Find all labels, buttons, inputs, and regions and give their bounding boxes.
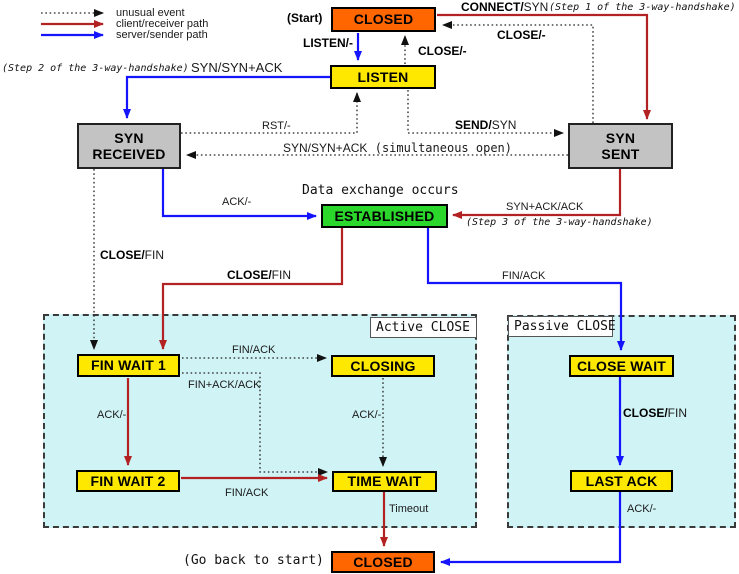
label-ack-finwait: ACK/-	[97, 409, 127, 421]
arrow-synreceived-to-listen-rst	[181, 92, 361, 134]
label-close-fin-dotted-event: CLOSE/	[100, 248, 145, 262]
label-simultaneous-open: SYN/SYN+ACK (simultaneous open)	[283, 141, 512, 155]
state-syn-sent: SYN SENT	[568, 123, 673, 169]
label-connect-syn-action: SYN	[523, 0, 549, 14]
label-simultaneous-open-note: (simultaneous open)	[374, 141, 512, 155]
arrow-established-to-closewait	[426, 228, 625, 351]
state-syn-received-line1: SYN	[114, 129, 144, 146]
state-syn-received-line2: RECEIVED	[92, 146, 166, 162]
label-fin-ack-closing: FIN/ACK	[232, 344, 276, 356]
state-close-wait-label: CLOSE WAIT	[576, 357, 667, 374]
arrow-listen-to-synreceived	[123, 75, 330, 119]
state-closed-bottom-label: CLOSED	[353, 553, 413, 570]
label-ack-closing: ACK/-	[352, 409, 382, 421]
state-closed-bottom: CLOSED	[331, 551, 435, 573]
state-fin-wait-2-label: FIN WAIT 2	[90, 472, 166, 489]
state-fin-wait-2: FIN WAIT 2	[76, 470, 180, 492]
arrow-lastack-to-closed	[440, 492, 622, 566]
state-closing: CLOSING	[331, 355, 435, 377]
label-send-syn-event: SEND/	[455, 118, 492, 132]
data-exchange-note: Data exchange occurs	[302, 183, 459, 198]
state-time-wait: TIME WAIT	[332, 471, 437, 492]
state-closed-top: CLOSED	[331, 7, 436, 32]
arrow-listen-to-synsent-send	[407, 90, 564, 137]
legend-server-label: server/sender path	[116, 29, 208, 41]
label-simultaneous-open-syn: SYN/SYN+ACK	[283, 141, 368, 155]
label-close-fin-closewait: CLOSE/FIN	[623, 406, 688, 420]
label-fin-ack-blue: FIN/ACK	[502, 270, 546, 282]
state-fin-wait-1: FIN WAIT 1	[77, 354, 180, 377]
label-close-listen: CLOSE/-	[418, 44, 467, 58]
state-last-ack-label: LAST ACK	[585, 472, 658, 489]
label-close-fin-red-action: FIN	[271, 268, 292, 282]
state-listen: LISTEN	[330, 65, 436, 89]
label-synack-ack: SYN+ACK/ACK	[506, 201, 584, 213]
label-close-fin-closewait-action: FIN	[667, 406, 688, 420]
label-close-fin-red-event: CLOSE/	[227, 268, 272, 282]
state-syn-received: SYN RECEIVED	[77, 123, 181, 169]
state-closed-top-label: CLOSED	[353, 11, 414, 28]
arrow-synsent-to-closed	[442, 21, 594, 123]
state-closing-label: CLOSING	[350, 357, 416, 374]
arrow-finwait1-to-timewait	[182, 372, 328, 476]
state-fin-wait-1-label: FIN WAIT 1	[90, 357, 167, 374]
label-close-fin-closewait-event: CLOSE/	[623, 406, 668, 420]
label-rst: RST/-	[262, 120, 291, 132]
start-label: (Start)	[287, 11, 323, 25]
state-syn-sent-line1: SYN	[605, 129, 636, 146]
state-syn-sent-line2: SENT	[601, 146, 640, 162]
label-connect-syn: CONNECT/SYN	[461, 0, 549, 14]
state-established-label: ESTABLISHED	[334, 207, 435, 224]
go-back-note: (Go back to start)	[183, 553, 324, 568]
legend-unusual-label: unusual event	[116, 7, 185, 19]
arrow-closed-to-synsent-connect	[437, 13, 651, 120]
step2-note: (Step 2 of the 3-way-handshake)	[2, 63, 189, 74]
label-fin-ack-red: FIN/ACK	[225, 487, 269, 499]
label-step2-syn: SYN/SYN+ACK	[191, 60, 283, 75]
state-established: ESTABLISHED	[321, 204, 448, 228]
label-fin-ack-ack: FIN+ACK/ACK	[188, 379, 261, 391]
arrow-synsent-to-established	[452, 169, 622, 219]
state-last-ack: LAST ACK	[570, 470, 673, 492]
label-timeout: Timeout	[389, 503, 429, 515]
step3-note: (Step 3 of the 3-way-handshake)	[466, 217, 653, 228]
state-close-wait: CLOSE WAIT	[569, 355, 674, 377]
label-ack-lastack: ACK/-	[627, 503, 657, 515]
label-listen-cmd: LISTEN/-	[303, 36, 353, 50]
label-ack-established: ACK/-	[222, 196, 252, 208]
label-send-syn-action: SYN	[491, 118, 517, 132]
label-send-syn: SEND/SYN	[455, 118, 517, 132]
passive-close-panel-label: Passive CLOSE	[508, 316, 616, 337]
step1-note: (Step 1 of the 3-way-handshake)	[549, 2, 736, 13]
arrow-synreceived-to-established	[161, 169, 317, 220]
state-time-wait-label: TIME WAIT	[347, 473, 422, 490]
label-close-fin-red: CLOSE/FIN	[227, 268, 292, 282]
label-close-fin-dotted-action: FIN	[144, 248, 165, 262]
label-close-synsent: CLOSE/-	[497, 28, 546, 42]
label-close-fin-dotted: CLOSE/FIN	[100, 248, 165, 262]
arrow-established-to-finwait1	[159, 228, 344, 350]
state-listen-label: LISTEN	[357, 68, 409, 85]
label-connect-syn-event: CONNECT/	[461, 0, 524, 14]
legend-client-label: client/receiver path	[116, 18, 209, 30]
active-close-panel-label: Active CLOSE	[370, 317, 477, 338]
